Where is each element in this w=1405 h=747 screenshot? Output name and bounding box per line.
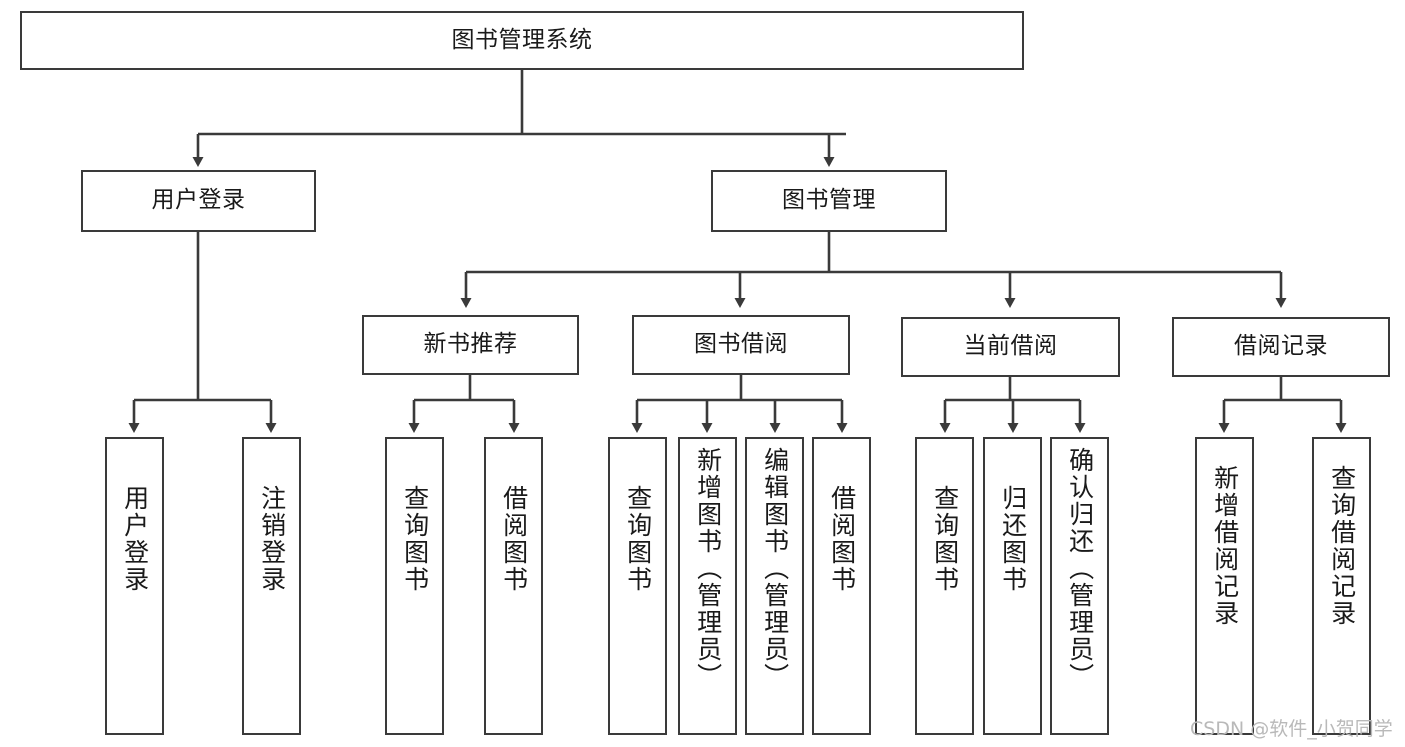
node-new-book-rec-label: 新书推荐 — [423, 331, 518, 358]
node-leaf-user-login[interactable]: 用户登录 — [105, 437, 164, 735]
node-leaf-confirm-return-label: 确认归还（管理员） — [1065, 447, 1095, 690]
node-leaf-query-book-3-label: 查询图书 — [930, 485, 960, 593]
node-leaf-logout-login[interactable]: 注销登录 — [242, 437, 301, 735]
node-leaf-return-book-label: 归还图书 — [998, 485, 1028, 593]
node-leaf-logout-login-label: 注销登录 — [257, 485, 287, 593]
node-leaf-add-record-label: 新增借阅记录 — [1210, 465, 1240, 627]
node-leaf-confirm-return[interactable]: 确认归还（管理员） — [1050, 437, 1109, 735]
node-borrow-record-label: 借阅记录 — [1234, 333, 1328, 360]
node-root[interactable]: 图书管理系统 — [20, 11, 1024, 70]
node-borrow-record[interactable]: 借阅记录 — [1172, 317, 1390, 377]
node-book-borrow[interactable]: 图书借阅 — [632, 315, 850, 375]
node-user-login-label: 用户登录 — [151, 187, 246, 214]
node-leaf-query-book-1[interactable]: 查询图书 — [385, 437, 444, 735]
node-current-borrow-label: 当前借阅 — [963, 333, 1058, 360]
node-leaf-query-book-1-label: 查询图书 — [400, 485, 430, 593]
node-leaf-add-book[interactable]: 新增图书（管理员） — [678, 437, 737, 735]
node-book-borrow-label: 图书借阅 — [694, 331, 788, 358]
node-leaf-add-book-label: 新增图书（管理员） — [693, 447, 723, 690]
node-current-borrow[interactable]: 当前借阅 — [901, 317, 1120, 377]
node-leaf-query-book-3[interactable]: 查询图书 — [915, 437, 974, 735]
node-leaf-borrow-book-2-label: 借阅图书 — [827, 485, 857, 593]
node-leaf-query-record-label: 查询借阅记录 — [1327, 465, 1357, 627]
node-leaf-borrow-book-1[interactable]: 借阅图书 — [484, 437, 543, 735]
node-book-manage[interactable]: 图书管理 — [711, 170, 947, 232]
node-leaf-edit-book-label: 编辑图书（管理员） — [760, 447, 790, 690]
node-leaf-query-book-2[interactable]: 查询图书 — [608, 437, 667, 735]
node-user-login[interactable]: 用户登录 — [81, 170, 316, 232]
node-new-book-rec[interactable]: 新书推荐 — [362, 315, 579, 375]
node-leaf-query-book-2-label: 查询图书 — [623, 485, 653, 593]
node-leaf-return-book[interactable]: 归还图书 — [983, 437, 1042, 735]
node-root-label: 图书管理系统 — [451, 26, 593, 53]
node-leaf-edit-book[interactable]: 编辑图书（管理员） — [745, 437, 804, 735]
node-leaf-borrow-book-1-label: 借阅图书 — [499, 485, 529, 593]
node-leaf-add-record[interactable]: 新增借阅记录 — [1195, 437, 1254, 735]
node-leaf-query-record[interactable]: 查询借阅记录 — [1312, 437, 1371, 735]
node-leaf-borrow-book-2[interactable]: 借阅图书 — [812, 437, 871, 735]
node-leaf-user-login-label: 用户登录 — [120, 485, 150, 593]
node-book-manage-label: 图书管理 — [782, 187, 876, 214]
csdn-watermark: CSDN @软件_小贺同学 — [1190, 718, 1393, 740]
